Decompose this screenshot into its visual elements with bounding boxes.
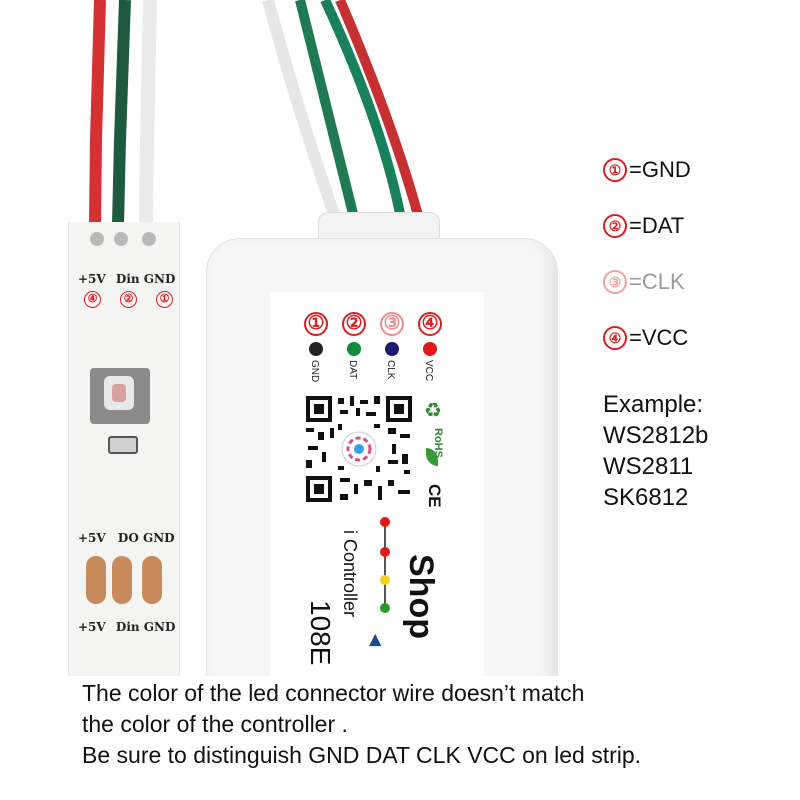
strip-top-numbers: ④ ② ① — [84, 291, 173, 308]
qr-code — [304, 394, 414, 504]
pin-dat: ② DAT — [342, 312, 366, 380]
strip-mid-vcc-label: +5V — [78, 531, 106, 545]
pin-clk-label: CLK — [385, 360, 396, 380]
legend-clk: ③ =CLK — [603, 269, 691, 295]
strip-num-1: ① — [156, 291, 173, 308]
strip-num-4: ④ — [84, 291, 101, 308]
legend-dat-text: =DAT — [629, 213, 685, 238]
warning-note: The color of the led connector wire does… — [82, 678, 641, 771]
pin-vcc: ④ VCC — [418, 312, 442, 382]
note-background — [0, 676, 800, 800]
pin-vcc-label: VCC — [423, 360, 434, 382]
pin-gnd-number: ① — [304, 312, 328, 336]
strip-num-2: ② — [120, 291, 137, 308]
strip-bot-vcc-label: +5V — [78, 620, 106, 634]
strip-top-din-label: Din — [115, 272, 140, 286]
pin-legend: ① =GND ② =DAT ③ =CLK ④ =VCC — [603, 157, 691, 351]
leaf-icon — [426, 448, 438, 466]
cut-pads — [86, 556, 166, 604]
solder-joints — [90, 232, 160, 246]
pin-clk-dot — [385, 342, 399, 356]
pin-vcc-number: ④ — [418, 312, 442, 336]
pin-gnd: ① GND — [304, 312, 328, 382]
legend-gnd: ① =GND — [603, 157, 691, 183]
example-block: Example: WS2812b WS2811 SK6812 — [603, 389, 708, 513]
note-line-1: The color of the led connector wire does… — [82, 680, 585, 706]
pin-vcc-dot — [423, 342, 437, 356]
strip-bot-din-label: Din — [115, 620, 140, 634]
strip-mid-labels: +5V DO GND — [78, 531, 175, 545]
red-wire-strip — [89, 0, 106, 226]
controller-subtitle: i Controller — [340, 530, 360, 618]
pin-dat-number: ② — [342, 312, 366, 336]
note-line-3: Be sure to distinguish GND DAT CLK VCC o… — [82, 742, 642, 768]
strip-bottom-labels: +5V Din GND — [78, 620, 175, 634]
legend-gnd-text: =GND — [629, 157, 691, 182]
legend-vcc-text: =VCC — [629, 325, 689, 350]
recycle-icon: ♻ — [424, 400, 442, 422]
legend-clk-number: ③ — [603, 270, 627, 294]
strip-mid-gnd-label: GND — [142, 531, 175, 545]
example-item-ws2812b: WS2812b — [603, 422, 709, 449]
legend-clk-text: =CLK — [629, 269, 685, 294]
white-wire-strip — [139, 0, 157, 226]
led-chip — [90, 368, 150, 424]
legend-dat-number: ② — [603, 214, 627, 238]
strip-top-gnd-label: GND — [143, 272, 176, 286]
pin-gnd-label: GND — [309, 360, 320, 382]
led-dot-line-icon — [380, 517, 390, 613]
pin-clk-number: ③ — [380, 312, 404, 336]
strip-mid-do-label: DO — [117, 531, 139, 545]
ce-mark: CE — [425, 484, 444, 508]
example-heading: Example: — [603, 391, 704, 418]
legend-vcc-number: ④ — [603, 326, 627, 350]
legend-dat: ② =DAT — [603, 213, 691, 239]
white-wire-ctrl — [262, 0, 350, 245]
wifi-icon: ◀ — [367, 633, 385, 647]
model-text: 108E — [305, 600, 336, 666]
pin-clk: ③ CLK — [380, 312, 404, 380]
strip-top-vcc-label: +5V — [78, 272, 106, 286]
resistor — [108, 436, 138, 454]
example-item-sk6812: SK6812 — [603, 484, 689, 511]
pin-gnd-dot — [309, 342, 323, 356]
green-wire-ctrl — [295, 0, 365, 244]
pin-dat-label: DAT — [347, 360, 358, 380]
example-item-ws2811: WS2811 — [603, 453, 694, 480]
legend-vcc: ④ =VCC — [603, 325, 691, 351]
shop-text: Shop — [402, 554, 440, 639]
pin-dat-dot — [347, 342, 361, 356]
green-wire-strip — [112, 0, 131, 226]
legend-gnd-number: ① — [603, 158, 627, 182]
strip-bot-gnd-label: GND — [143, 620, 176, 634]
strip-top-labels: +5V Din GND — [78, 272, 175, 286]
note-line-2: the color of the controller . — [82, 711, 348, 737]
